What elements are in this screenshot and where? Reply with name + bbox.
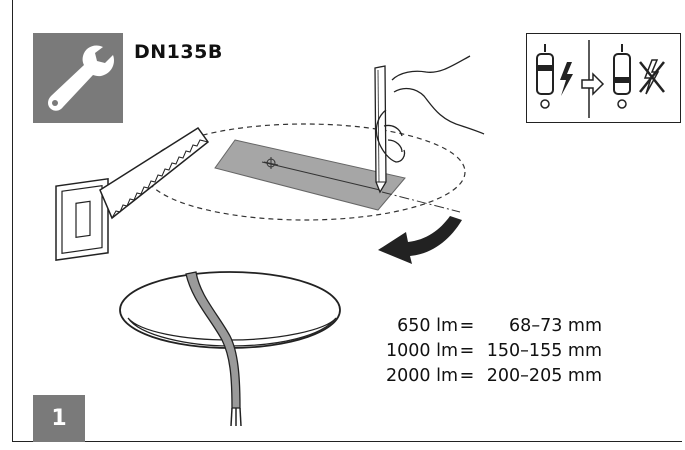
center-line — [381, 191, 461, 213]
cutout-template-icon — [214, 139, 406, 211]
size-row: 1000 lm=150–155 mm — [354, 339, 602, 364]
cutout-size-table: 650 lm=68–73 mm 1000 lm=150–155 mm 2000 … — [354, 314, 602, 389]
cable-icon — [185, 271, 242, 427]
switch-off-no-power-icon — [536, 40, 665, 118]
instruction-frame — [12, 0, 682, 442]
curved-arrow-icon — [378, 216, 462, 264]
power-off-warning-panel — [526, 33, 681, 123]
model-number: DN135B — [134, 41, 223, 63]
cut-outline-dashed — [144, 123, 466, 221]
step-number: 1 — [33, 395, 85, 442]
wrench-icon — [48, 45, 114, 111]
cutout-diameter: 200–205 mm — [486, 366, 602, 386]
lumen-value: 1000 lm — [385, 341, 458, 361]
size-row: 2000 lm=200–205 mm — [354, 364, 602, 389]
hand-marking-pencil-icon — [374, 55, 485, 194]
lumen-value: 2000 lm — [385, 366, 458, 386]
size-row: 650 lm=68–73 mm — [354, 314, 602, 339]
tool-panel — [33, 33, 123, 123]
lumen-value: 650 lm — [397, 316, 458, 336]
cutout-diameter: 68–73 mm — [509, 316, 602, 336]
hand-saw-icon — [55, 126, 210, 261]
cutout-diameter: 150–155 mm — [486, 341, 602, 361]
